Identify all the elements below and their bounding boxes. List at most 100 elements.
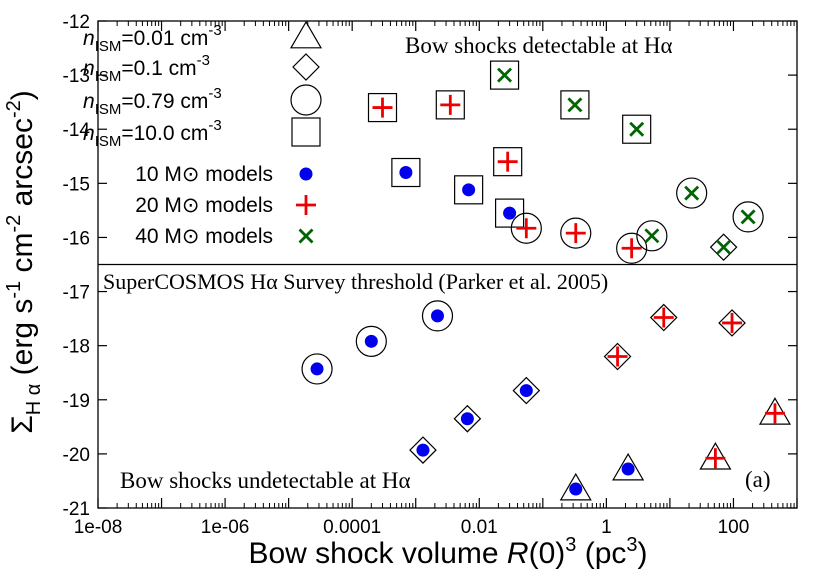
legend-mass-label: 40 M⊙ models: [135, 225, 273, 248]
upper-annotation: Bow shocks detectable at Hα: [405, 33, 673, 58]
panel-label: (a): [745, 467, 771, 492]
x-tick-label: 0.0001: [323, 517, 381, 538]
square-marker: [435, 90, 465, 120]
blue-dot-marker: [399, 166, 413, 180]
blue-dot-marker: [364, 334, 378, 348]
data-point: [421, 300, 454, 332]
y-tick-label: -17: [63, 283, 90, 304]
data-point: [489, 60, 520, 90]
data-point: [435, 90, 465, 120]
y-tick-label: -16: [63, 228, 90, 249]
blue-dot-marker: [569, 482, 583, 496]
data-point: [758, 397, 792, 425]
green-cross-b: [716, 239, 732, 255]
plot-frame: [97, 20, 798, 509]
x-tick-label: 1: [601, 517, 612, 538]
data-point: [699, 442, 732, 470]
legend-mass-label: 10 M⊙ models: [135, 163, 273, 186]
data-point: [454, 175, 484, 205]
blue-dot-marker: [519, 384, 533, 398]
data-point: [709, 233, 738, 262]
data-point: [367, 92, 398, 123]
circle-marker: [510, 212, 542, 244]
triangle-marker: [758, 397, 792, 425]
triangle-marker: [289, 20, 323, 49]
circle-marker: [676, 177, 708, 209]
y-tick-label: -13: [63, 66, 90, 87]
y-tick-label: -21: [63, 499, 90, 520]
triangle-marker: [559, 472, 592, 501]
green-cross-b: [567, 97, 583, 113]
triangle-marker: [612, 452, 645, 481]
data-point: [612, 452, 645, 481]
data-point: [676, 177, 708, 209]
square-marker: [291, 117, 321, 147]
data-point: [493, 147, 523, 177]
data-point: [301, 353, 333, 385]
data-point: [616, 232, 648, 264]
y-tick-label: -20: [63, 445, 90, 466]
green-cross-b: [644, 228, 660, 244]
threshold-label: SuperCOSMOS Hα Survey threshold (Parker …: [103, 269, 608, 294]
data-marks: [301, 60, 792, 501]
data-point: [560, 90, 590, 120]
diamond-marker: [453, 404, 482, 433]
data-point: [560, 217, 592, 249]
legend-density-label: nISM=0.01 cm-3: [83, 22, 222, 55]
data-point: [636, 220, 668, 252]
y-tick-label: -12: [63, 12, 90, 33]
blue-dot-marker: [416, 443, 430, 457]
x-tick-label: 1e-06: [201, 517, 250, 538]
legend-density-label: nISM=0.1 cm-3: [83, 52, 210, 85]
data-point: [494, 198, 525, 228]
data-point: [732, 201, 764, 233]
square-marker: [560, 90, 590, 120]
circle-marker: [560, 217, 592, 249]
blue-dot-marker: [460, 412, 474, 426]
data-point: [510, 212, 542, 244]
legend-density-label: nISM=0.79 cm-3: [83, 85, 222, 118]
legend-density-label: nISM=10.0 cm-3: [83, 117, 222, 150]
data-point: [603, 342, 632, 371]
circle-marker: [616, 232, 648, 264]
diamond-marker: [709, 233, 738, 262]
diamond-marker: [718, 309, 746, 337]
y-tick-label: -18: [63, 337, 90, 358]
data-point: [649, 303, 678, 332]
green-cross-b: [629, 121, 645, 137]
blue-dot-marker: [430, 309, 444, 323]
x-tick-label: 1e-08: [74, 517, 123, 538]
square-marker: [493, 147, 523, 177]
diamond-marker: [649, 303, 678, 332]
blue-dot-marker: [299, 167, 313, 181]
green-cross-b: [298, 228, 314, 244]
x-tick-label: 100: [718, 517, 750, 538]
square-marker: [489, 60, 520, 90]
blue-dot-marker: [462, 183, 476, 197]
y-tick-label: -19: [63, 391, 90, 412]
square-marker: [622, 114, 652, 144]
square-marker: [367, 92, 398, 123]
lower-annotation: Bow shocks undetectable at Hα: [120, 468, 411, 493]
y-tick-label: -14: [63, 120, 91, 141]
square-marker: [391, 157, 421, 188]
data-point: [559, 472, 592, 501]
circle-marker: [421, 300, 454, 332]
data-point: [622, 114, 652, 144]
circle-marker: [355, 325, 387, 357]
square-marker: [454, 175, 484, 205]
circle-marker: [290, 84, 322, 116]
green-cross-b: [497, 67, 513, 83]
diamond-marker: [512, 376, 541, 405]
triangle-marker: [699, 442, 732, 470]
data-point: [391, 157, 421, 188]
blue-dot-marker: [310, 362, 324, 376]
y-axis-label: ΣH α (erg s-1 cm-2 arcsec-2): [3, 90, 45, 434]
data-point: [409, 436, 437, 464]
green-cross-b: [684, 185, 700, 201]
data-point: [718, 309, 746, 337]
blue-dot-marker: [503, 206, 517, 220]
y-tick-label: -15: [63, 174, 90, 195]
circle-marker: [301, 353, 333, 385]
green-cross-b: [740, 209, 756, 225]
